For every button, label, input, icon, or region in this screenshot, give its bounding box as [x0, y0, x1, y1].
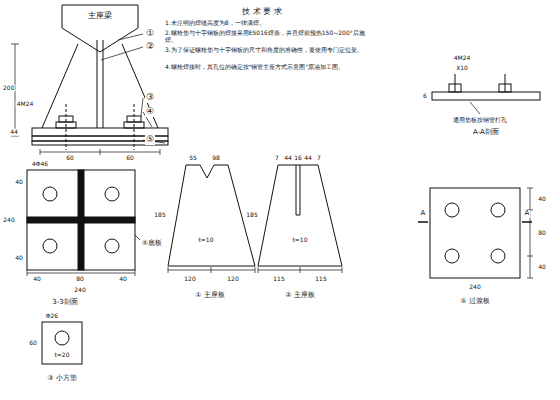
view-title: ③ 小方垫 — [46, 375, 78, 383]
washer — [124, 122, 144, 128]
dimension: 185 — [153, 212, 166, 219]
dimension: 16 — [293, 155, 303, 162]
dimension: 60 — [125, 155, 135, 162]
dimension: 4M24 — [453, 55, 472, 62]
bolt-hole — [55, 331, 69, 345]
nut — [59, 116, 73, 122]
dimension: 44 — [303, 155, 313, 162]
dimension: 6 — [422, 93, 428, 100]
part-label: 主座梁 — [87, 12, 113, 21]
nut — [449, 84, 461, 92]
dimension: 40 — [537, 264, 547, 271]
view-title: ① 主座板 — [194, 292, 226, 300]
dimension: 80 — [75, 276, 85, 283]
bolt-hole — [105, 239, 119, 253]
view-title: ② 主座板 — [284, 292, 316, 300]
washer — [56, 122, 76, 128]
dimension: 115 — [314, 276, 327, 283]
plate-slot — [296, 165, 300, 215]
bolt-hole — [43, 187, 57, 201]
dimension: 240 — [73, 287, 86, 294]
dimension: 7 — [316, 155, 322, 162]
dimension: 200 — [2, 85, 15, 92]
dimension: 120 — [226, 276, 239, 283]
callout-number: ② — [145, 42, 155, 52]
callout-number: ③ — [145, 93, 155, 103]
bolt-hole — [491, 249, 505, 263]
bolt-hole — [445, 203, 459, 217]
dimension: 80 — [537, 230, 547, 237]
column-end — [62, 5, 138, 52]
transition-plate — [430, 188, 520, 278]
base-plate-plan — [27, 170, 135, 270]
dimension: X10 — [455, 65, 469, 72]
bolt-hole — [43, 239, 57, 253]
dimension: 44 — [283, 155, 293, 162]
dimension: 44 — [9, 129, 19, 136]
section-mark — [418, 221, 532, 223]
section-mark: A — [420, 210, 427, 218]
bolt-hole — [105, 187, 119, 201]
stiffener-plate — [42, 44, 158, 128]
note: 3.为了保证螺栓垫与十字钢板的尺寸和角度的准确性，要使用专门定位架。 — [164, 47, 371, 54]
leader-line — [101, 34, 165, 143]
callout-number: ⑤ — [145, 135, 155, 145]
note: 4.螺栓焊接时，其孔位的确定按"钢管主座方式示意图"原油加工图。 — [164, 64, 371, 71]
dimension: 60 — [65, 155, 75, 162]
dimension: 115 — [272, 276, 285, 283]
dimension: 7 — [274, 155, 280, 162]
view-title: ⑤ 过渡板 — [459, 298, 491, 306]
bolt-hole — [491, 203, 505, 217]
dimension: 40 — [32, 276, 42, 283]
dimension-line — [258, 267, 342, 273]
dimension: t=10 — [197, 237, 214, 244]
callout-number: ④ — [145, 107, 155, 117]
dimension-line — [527, 188, 533, 278]
bolt-hole — [445, 249, 459, 263]
dimension-line — [40, 149, 160, 155]
dimension: 240 — [468, 284, 481, 291]
dimension: 240 — [2, 217, 15, 224]
dimension: t=10 — [291, 237, 308, 244]
transition-plate-section — [432, 92, 540, 100]
center-plate — [97, 40, 103, 128]
note: 2.螺栓垫与十字钢板的焊接采用E5016焊条，并且焊前预热150~200°后施焊… — [164, 30, 371, 43]
dimension: 55 — [188, 155, 198, 162]
callout-number: ① — [145, 29, 155, 39]
dimension: 60 — [28, 340, 38, 347]
cross-plate — [27, 217, 135, 223]
leader-line — [135, 235, 140, 240]
nut — [499, 84, 511, 92]
dimension: t=20 — [53, 352, 70, 359]
dimension: 4Φ46 — [31, 161, 49, 168]
dimension: 40 — [14, 255, 24, 262]
dimension: Φ26 — [45, 313, 59, 320]
notes-title: 技 术 要 求 — [241, 8, 282, 16]
dimension: 40 — [14, 179, 24, 186]
note-short: 通用垫板按钢管打孔 — [452, 117, 508, 124]
part-label: ④底板 — [141, 240, 163, 248]
dimension: 40 — [537, 196, 547, 203]
section-mark: A — [524, 210, 531, 218]
dimension: 40 — [118, 276, 128, 283]
dimension: 120 — [183, 276, 196, 283]
nut — [127, 116, 141, 122]
view-title: A-A剖面 — [472, 129, 500, 137]
dimension: 4M24 — [16, 101, 35, 108]
dimension: 185 — [245, 212, 258, 219]
main-plate — [168, 165, 255, 266]
dimension: 98 — [211, 155, 221, 162]
view-title: 3-3剖面 — [51, 299, 78, 307]
note: 1.未注明的焊缝高度为8，一律满焊。 — [164, 20, 371, 27]
main-plate — [258, 165, 342, 266]
small-pad — [42, 322, 82, 364]
anchor-bolt — [455, 74, 505, 92]
dimension-line — [168, 267, 255, 273]
leader-line — [470, 102, 480, 114]
